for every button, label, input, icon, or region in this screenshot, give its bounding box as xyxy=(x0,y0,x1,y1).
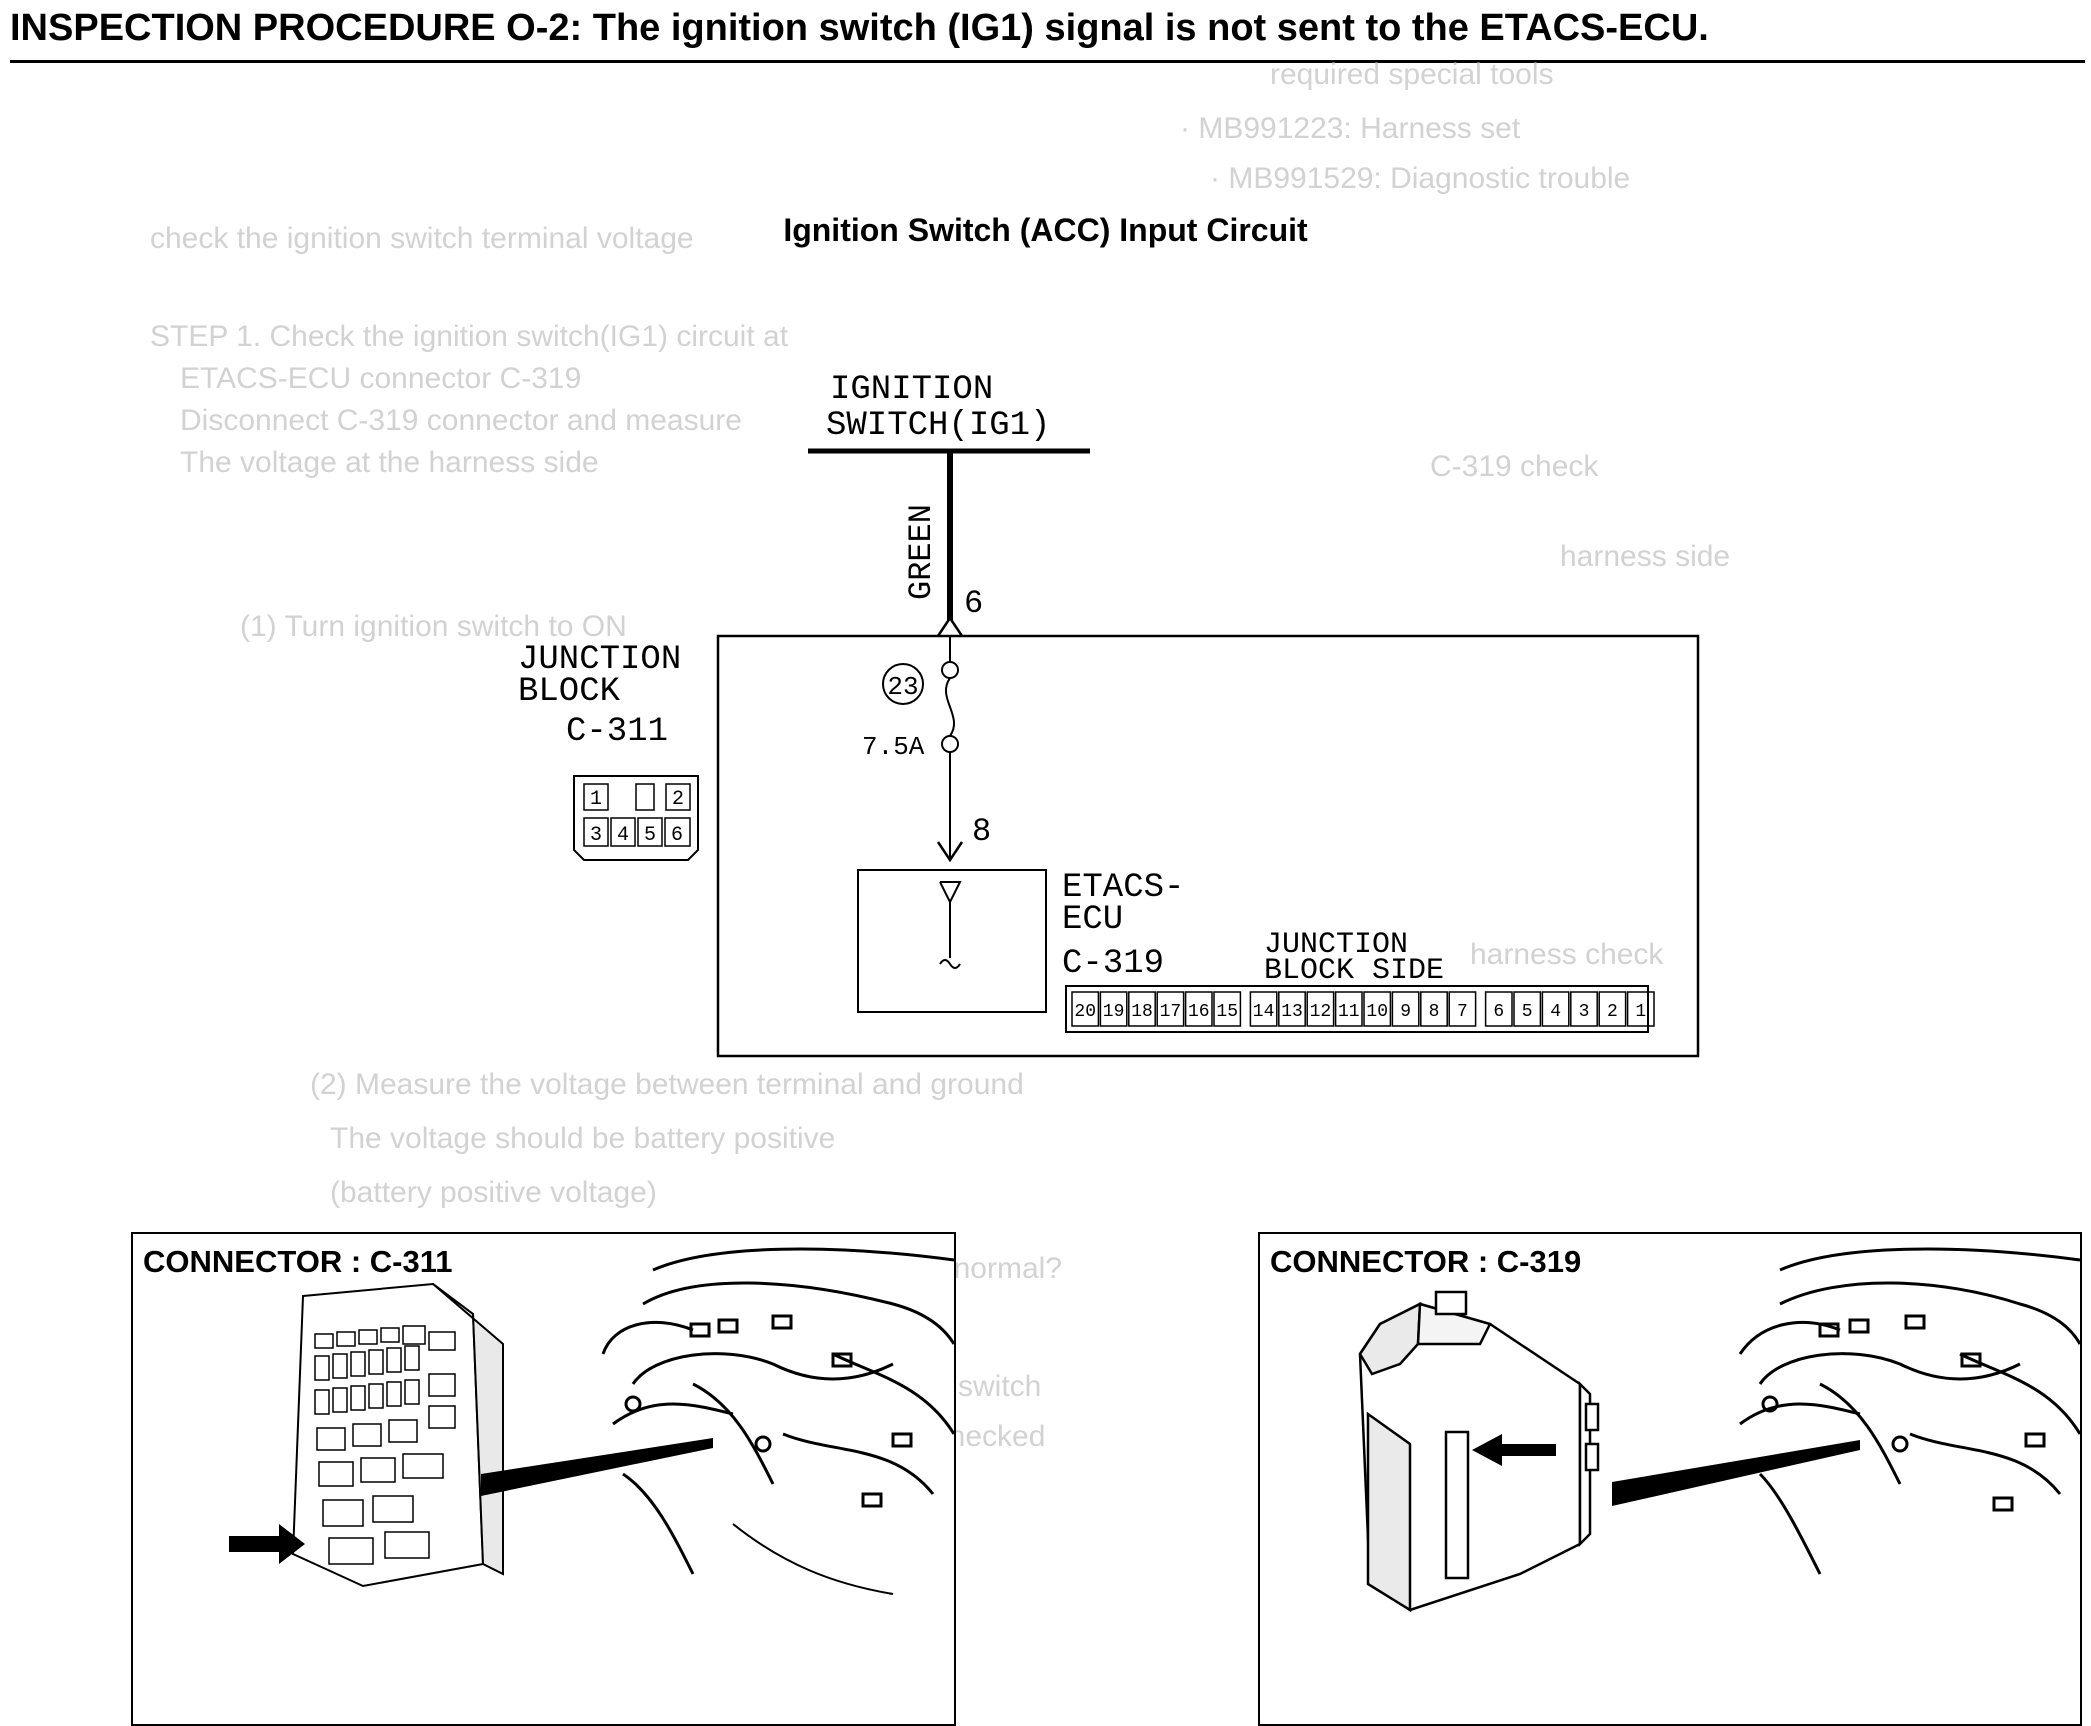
c319-pin-number: 19 xyxy=(1103,1002,1125,1022)
c319-pin-number: 3 xyxy=(1579,1002,1590,1022)
fuse-element xyxy=(944,677,956,737)
c319-pin-cell xyxy=(1184,991,1213,1027)
c319-pin-number: 4 xyxy=(1550,1002,1561,1022)
c319-pin-cell xyxy=(1391,991,1420,1027)
etacs-connector-id: C-319 xyxy=(1062,945,1164,983)
pointer-line xyxy=(481,1438,713,1496)
c319-pin-cell xyxy=(1363,991,1392,1027)
c311-pin-2: 2 xyxy=(672,788,684,811)
fuse-rating: 7.5A xyxy=(862,732,925,762)
wire-color-label: GREEN xyxy=(903,504,940,600)
connector-panel-c311-label: CONNECTOR : C-311 xyxy=(143,1244,453,1279)
c319-pin-number: 13 xyxy=(1281,1002,1303,1022)
connector-panel-c319: CONNECTOR : C-319 xyxy=(1258,1232,2082,1726)
ecu-input-symbol xyxy=(939,881,962,905)
dashboard-harness-illustration xyxy=(601,1247,954,1595)
etacs-ecu-box xyxy=(857,869,1047,1013)
c319-pin-cell xyxy=(1099,991,1128,1027)
c319-pin-number: 7 xyxy=(1457,1002,1468,1022)
terminal-number-top: 6 xyxy=(964,585,983,622)
c319-pin-number: 16 xyxy=(1188,1002,1210,1022)
c311-pin-3: 3 xyxy=(590,824,602,847)
c319-pin-number: 18 xyxy=(1131,1002,1153,1022)
c319-pin-cell xyxy=(1484,991,1513,1027)
c319-pin-cell xyxy=(1448,991,1477,1027)
c319-pin-cell xyxy=(1541,991,1570,1027)
c319-pin-cell xyxy=(1278,991,1306,1027)
c319-pin-cell xyxy=(1071,991,1100,1027)
c319-pin-cell xyxy=(1306,991,1335,1027)
etacs-label-2: ECU xyxy=(1062,901,1123,939)
c319-pin-number: 2 xyxy=(1607,1002,1618,1022)
junction-block-label-2: BLOCK xyxy=(518,673,621,711)
fuse-number: 23 xyxy=(887,672,918,702)
location-arrow-icon xyxy=(1472,1434,1556,1466)
c319-pin-number: 5 xyxy=(1522,1002,1533,1022)
c319-pin-cell xyxy=(1598,991,1627,1027)
section-title: Ignition Switch (ACC) Input Circuit xyxy=(783,212,1308,248)
ecu-ground-symbol xyxy=(939,959,961,969)
c319-pin-cell xyxy=(1626,991,1655,1027)
page-title: INSPECTION PROCEDURE O-2: The ignition s… xyxy=(10,4,2085,63)
junction-block-box xyxy=(716,634,1700,1058)
c319-pin-number: 6 xyxy=(1493,1002,1504,1022)
pointer-line xyxy=(1612,1440,1860,1506)
dashboard-harness-illustration xyxy=(1738,1247,2080,1575)
c319-pin-number: 1 xyxy=(1635,1002,1646,1022)
c311-pin-6: 6 xyxy=(671,824,683,847)
junction-block-connector-id: C-311 xyxy=(566,713,668,751)
c319-pin-number: 10 xyxy=(1366,1002,1388,1022)
location-arrow-icon xyxy=(229,1524,305,1564)
junction-block-label-1: JUNCTION xyxy=(518,641,681,679)
ignition-switch-label-2: SWITCH(IG1) xyxy=(826,407,1050,445)
c319-pin-cell xyxy=(1513,991,1542,1027)
c311-pin-5: 5 xyxy=(644,824,656,847)
c319-pin-number: 14 xyxy=(1253,1002,1275,1022)
junction-block-illustration xyxy=(291,1282,504,1588)
etacs-label-1: ETACS- xyxy=(1062,869,1184,907)
connector-arrow-top xyxy=(936,615,964,637)
fuse-terminal-top xyxy=(941,661,959,679)
c319-pin-number: 8 xyxy=(1429,1002,1440,1022)
connector-panel-c311: CONNECTOR : C-311 xyxy=(131,1232,956,1726)
circuit-diagram: IGNITION SWITCH(IG1) GREEN 6 JUNCTION BL… xyxy=(518,371,1700,1058)
fuse-terminal-bottom xyxy=(941,735,959,753)
connector-arrow-bottom xyxy=(936,841,964,863)
c319-pin-cell xyxy=(1420,991,1448,1027)
c319-pin-cell xyxy=(1334,991,1363,1027)
c311-pin-1: 1 xyxy=(590,788,602,811)
c319-pin-number: 9 xyxy=(1400,1002,1411,1022)
junction-side-label-2: BLOCK SIDE xyxy=(1264,954,1444,988)
fuse-number-circle xyxy=(882,663,924,705)
ignition-switch-label-1: IGNITION xyxy=(830,371,993,409)
c319-pin-number: 17 xyxy=(1160,1002,1182,1022)
c319-pin-number: 20 xyxy=(1074,1002,1096,1022)
c319-pin-cell xyxy=(1156,991,1185,1027)
c311-pin-4: 4 xyxy=(617,824,629,847)
c311-connector-face: 1 2 3 4 5 6 xyxy=(573,775,699,861)
c319-pin-number: 11 xyxy=(1338,1002,1360,1022)
c319-pin-number: 12 xyxy=(1310,1002,1332,1022)
terminal-number-bottom: 8 xyxy=(972,813,991,850)
c319-pin-cell xyxy=(1570,991,1598,1027)
connector-panel-c319-label: CONNECTOR : C-319 xyxy=(1270,1244,1582,1279)
etacs-ecu-illustration xyxy=(1358,1290,1600,1613)
c319-pin-cell xyxy=(1249,991,1278,1027)
c319-pin-cell xyxy=(1213,991,1242,1027)
c311-location-illustration xyxy=(229,1247,954,1595)
c319-pin-cell xyxy=(1128,991,1156,1027)
junction-side-label-1: JUNCTION xyxy=(1264,928,1408,962)
c319-location-illustration xyxy=(1358,1247,2080,1613)
c319-pin-number: 15 xyxy=(1216,1002,1238,1022)
